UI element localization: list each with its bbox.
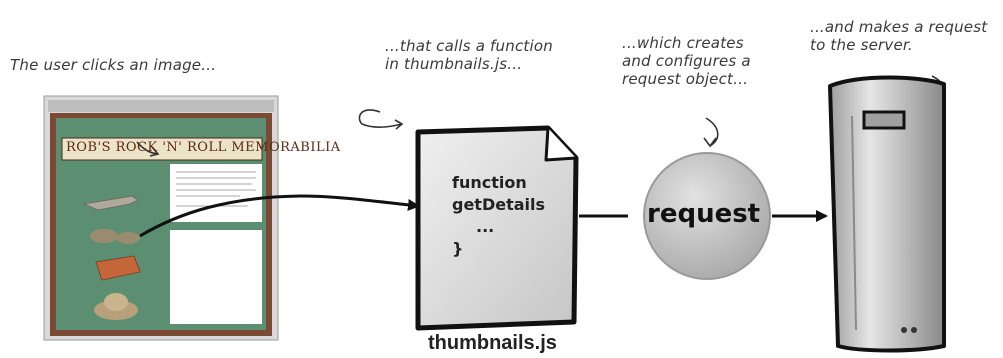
code-line: getDetails (452, 195, 546, 214)
page-banner (61, 137, 263, 161)
thumbnail-glasses[interactable] (90, 229, 140, 244)
annotation-line: ...that calls a function (385, 37, 553, 55)
annotation-calls-function: ...that calls a function in thumbnails.j… (385, 37, 553, 73)
thumbnail-hat[interactable] (94, 293, 138, 320)
details-panel (170, 164, 262, 222)
server-light (901, 327, 907, 333)
annotation-line: in thumbnails.js... (385, 55, 523, 73)
arrow-request-note (703, 117, 719, 148)
annotation-line: ...which creates (622, 34, 744, 52)
server-drive-slot (862, 110, 906, 130)
code-line: } (452, 239, 464, 258)
annotation-line: request object... (622, 70, 749, 88)
arrow-click-to-file (139, 194, 420, 238)
thumbnail-ticket[interactable] (95, 255, 141, 281)
code-line: function (452, 173, 527, 192)
request-label: request (647, 199, 761, 229)
arrow-function-note (358, 109, 404, 130)
annotation-user-clicks: The user clicks an image... (10, 56, 216, 74)
annotation-makes-request: ...and makes a request to the server. (810, 18, 987, 54)
js-filename: thumbnails.js (428, 332, 557, 354)
request-object (643, 152, 771, 280)
server-light (911, 327, 917, 333)
image-panel (170, 230, 262, 324)
js-file (415, 125, 579, 331)
js-code: function getDetails ... } (452, 172, 545, 260)
code-line: ... (476, 217, 495, 236)
annotation-creates-request: ...which creates and configures a reques… (622, 34, 751, 88)
page-banner-text: ROB'S ROCK 'N' ROLL MEMORABILIA (66, 140, 341, 155)
annotation-line: The user clicks an image... (10, 56, 217, 74)
annotation-line: ...and makes a request (810, 18, 988, 36)
annotation-line: to the server. (810, 36, 913, 54)
thumbnail-guitar[interactable] (82, 195, 139, 211)
server (828, 75, 946, 353)
arrow-user-note (136, 141, 160, 157)
annotation-line: and configures a (622, 52, 751, 70)
browser-screenshot (43, 95, 279, 341)
